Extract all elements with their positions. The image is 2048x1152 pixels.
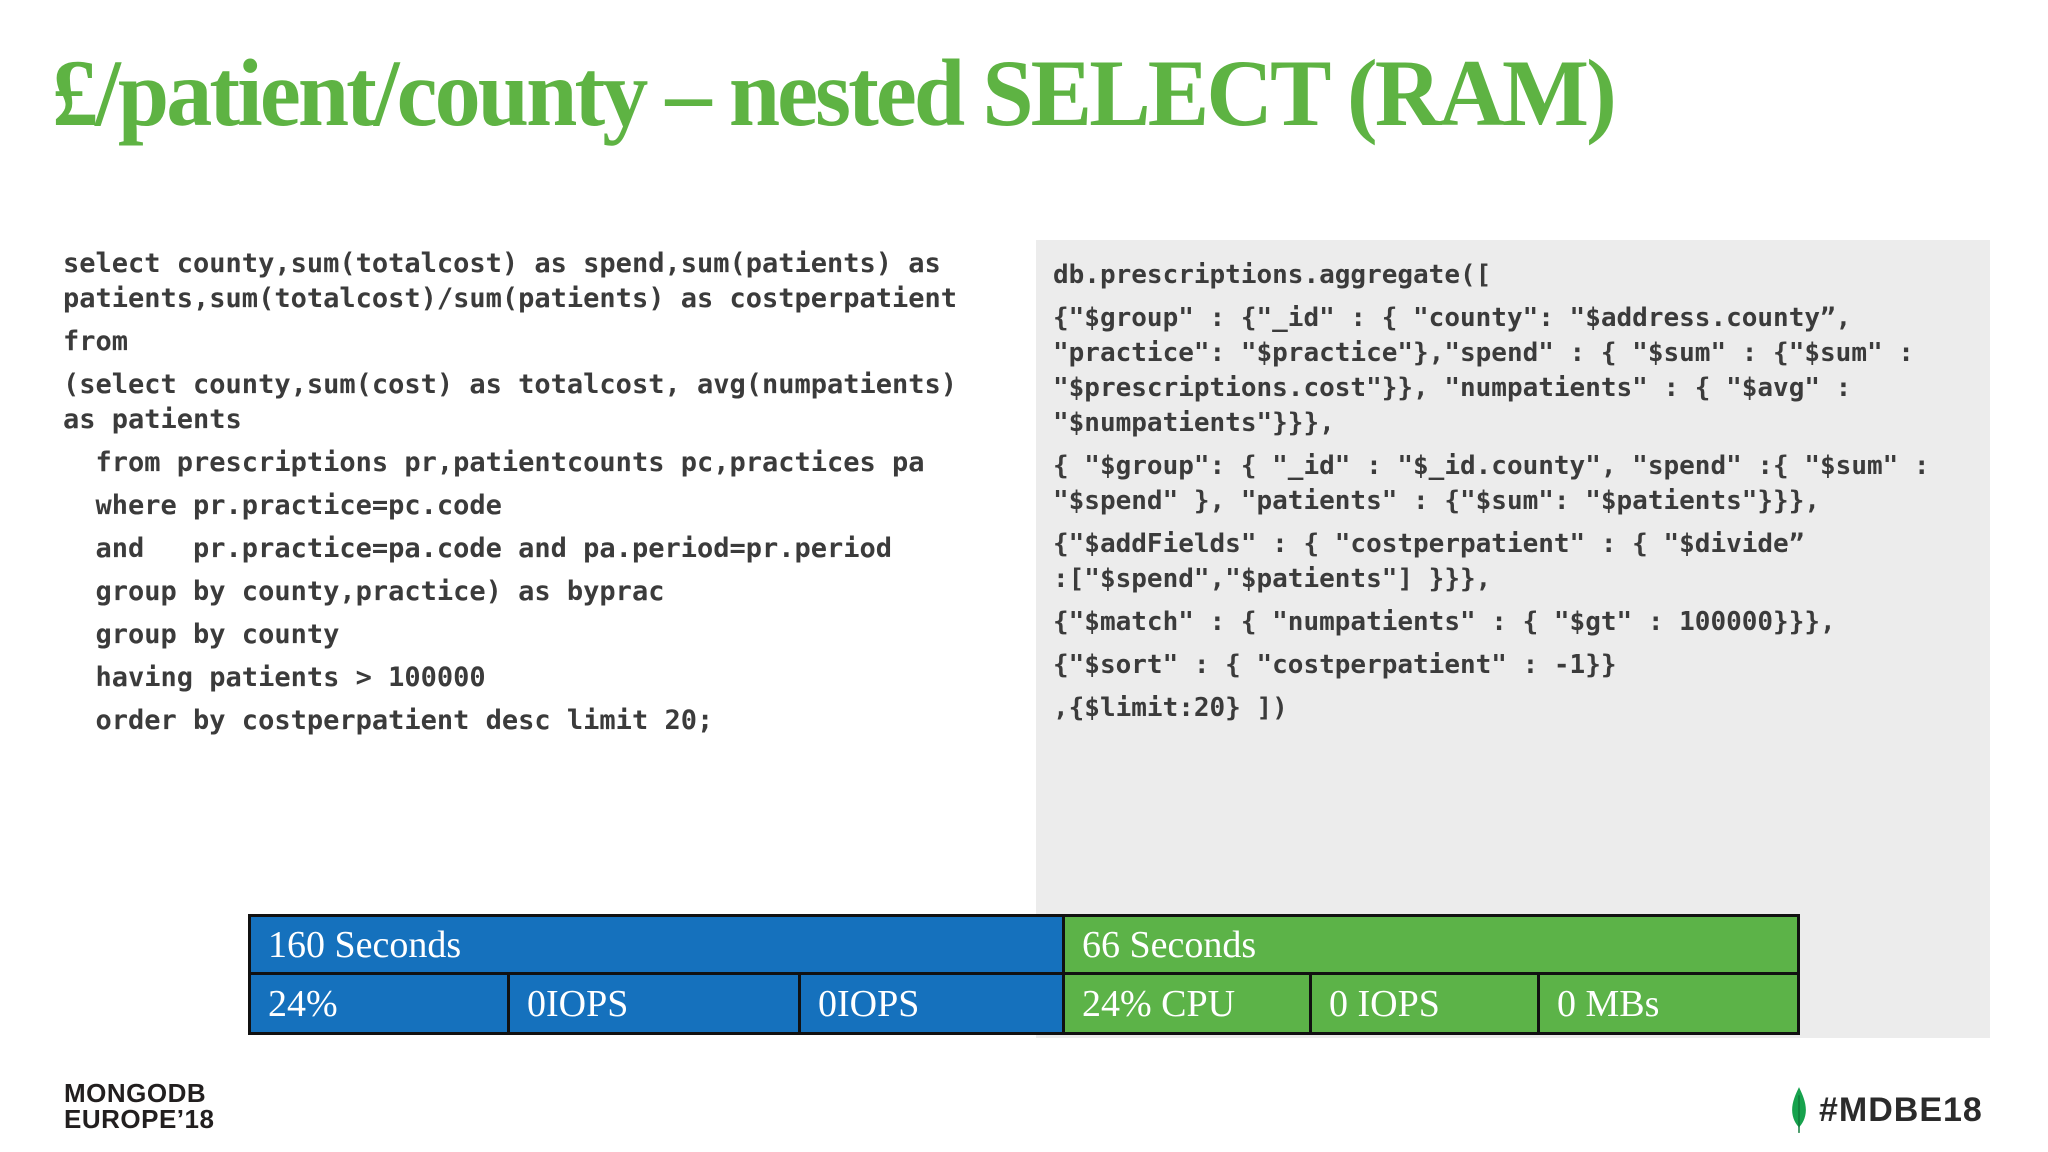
logo-line-2: EUROPE’18 (64, 1104, 215, 1134)
sql-code-paragraph: where pr.practice=pc.code (63, 490, 502, 521)
mongodb-leaf-icon (1792, 1087, 1806, 1133)
mongodb-europe-logo: MONGODB EUROPE’18 (64, 1080, 214, 1132)
sql-code-paragraph: order by costperpatient desc limit 20; (63, 705, 714, 736)
logo-line-1: MONGODB (64, 1078, 207, 1108)
results-table: 160 Seconds 66 Seconds 24% 0IOPS 0IOPS 2… (248, 914, 1800, 1035)
sql-iops-cell-2: 0IOPS (801, 975, 1062, 1032)
mongo-code-paragraph: {"$group" : {"_id" : { "county": "$addre… (1053, 303, 1914, 438)
mongo-code-panel: db.prescriptions.aggregate([ {"$group" : … (1036, 240, 1990, 1038)
sql-code-paragraph: (select county,sum(cost) as totalcost, a… (63, 369, 958, 435)
mongo-code-paragraph: { "$group": { "_id" : "$_id.county", "sp… (1053, 451, 1930, 516)
hashtag-text: #MDBE18 (1819, 1090, 1983, 1129)
mongo-code-paragraph: {"$sort" : { "costperpatient" : -1}} (1053, 650, 1617, 680)
sql-code-paragraph: having patients > 100000 (63, 662, 486, 693)
mongo-mbs-cell: 0 MBs (1540, 975, 1797, 1032)
sql-code-paragraph: group by county,practice) as byprac (63, 576, 665, 607)
sql-code-paragraph: and pr.practice=pa.code and pa.period=pr… (63, 533, 893, 564)
mongo-time-cell: 66 Seconds (1065, 917, 1797, 972)
sql-code-block: select county,sum(totalcost) as spend,su… (63, 246, 1013, 746)
event-hashtag: #MDBE18 (1788, 1086, 1983, 1134)
sql-time-cell: 160 Seconds (251, 917, 1062, 972)
mongo-code-paragraph: {"$addFields" : { "costperpatient" : { "… (1053, 529, 1805, 594)
sql-code-paragraph: select county,sum(totalcost) as spend,su… (63, 248, 958, 314)
sql-code-paragraph: group by county (63, 619, 340, 650)
mongo-code-block: db.prescriptions.aggregate([ {"$group" : … (1036, 240, 1990, 726)
mongo-iops-cell: 0 IOPS (1312, 975, 1537, 1032)
sql-cpu-cell: 24% (251, 975, 507, 1032)
sql-iops-cell-1: 0IOPS (510, 975, 798, 1032)
sql-code-paragraph: from prescriptions pr,patientcounts pc,p… (63, 447, 925, 478)
mongo-code-paragraph: ,{$limit:20} ]) (1053, 693, 1288, 723)
mongo-cpu-cell: 24% CPU (1065, 975, 1309, 1032)
mongo-code-paragraph: {"$match" : { "numpatients" : { "$gt" : … (1053, 607, 1836, 637)
mongo-code-paragraph: db.prescriptions.aggregate([ (1053, 260, 1492, 290)
page-title: £/patient/county – nested SELECT (RAM) (52, 40, 1617, 146)
sql-code-paragraph: from (63, 326, 129, 357)
